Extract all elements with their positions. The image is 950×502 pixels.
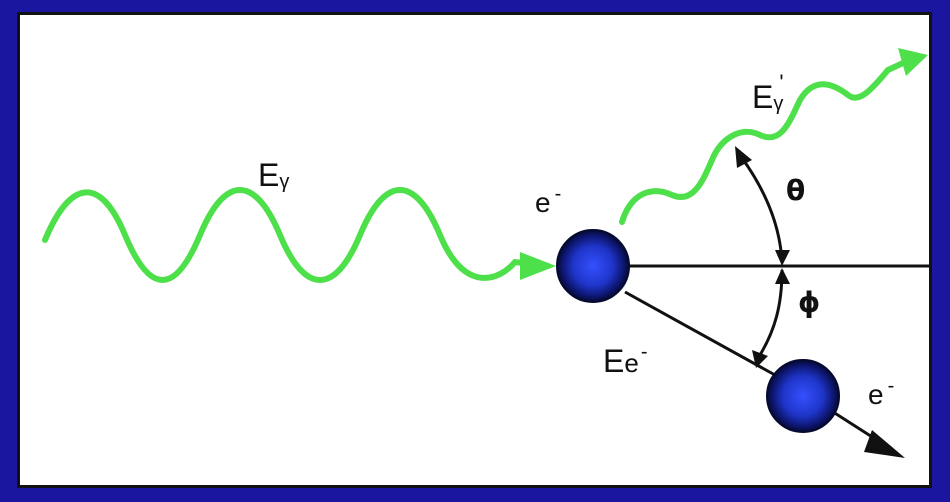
scattered-electron-label: e- bbox=[868, 375, 894, 410]
theta-symbol: θ bbox=[786, 174, 805, 207]
electron-at-rest bbox=[557, 230, 629, 302]
theta-arrowhead-top bbox=[735, 146, 752, 168]
scattered-electron bbox=[767, 360, 839, 432]
phi-arrowhead-top bbox=[775, 268, 790, 284]
scattered-photon-energy-label: Eγ' bbox=[752, 70, 784, 115]
phi-symbol: ϕ bbox=[798, 286, 820, 319]
electron-rest-label: e- bbox=[535, 183, 561, 218]
theta-angle-arc bbox=[742, 158, 782, 262]
incident-photon-arrowhead bbox=[520, 252, 556, 280]
incident-photon-wave bbox=[45, 190, 548, 280]
incident-photon-energy-label: Eγ bbox=[258, 157, 289, 193]
theta-arrowhead-bottom bbox=[775, 250, 790, 266]
electron-energy-label: Ee- bbox=[603, 341, 647, 379]
electron-trajectory-line bbox=[625, 292, 775, 375]
scattered-photon-arrowhead bbox=[898, 48, 928, 76]
